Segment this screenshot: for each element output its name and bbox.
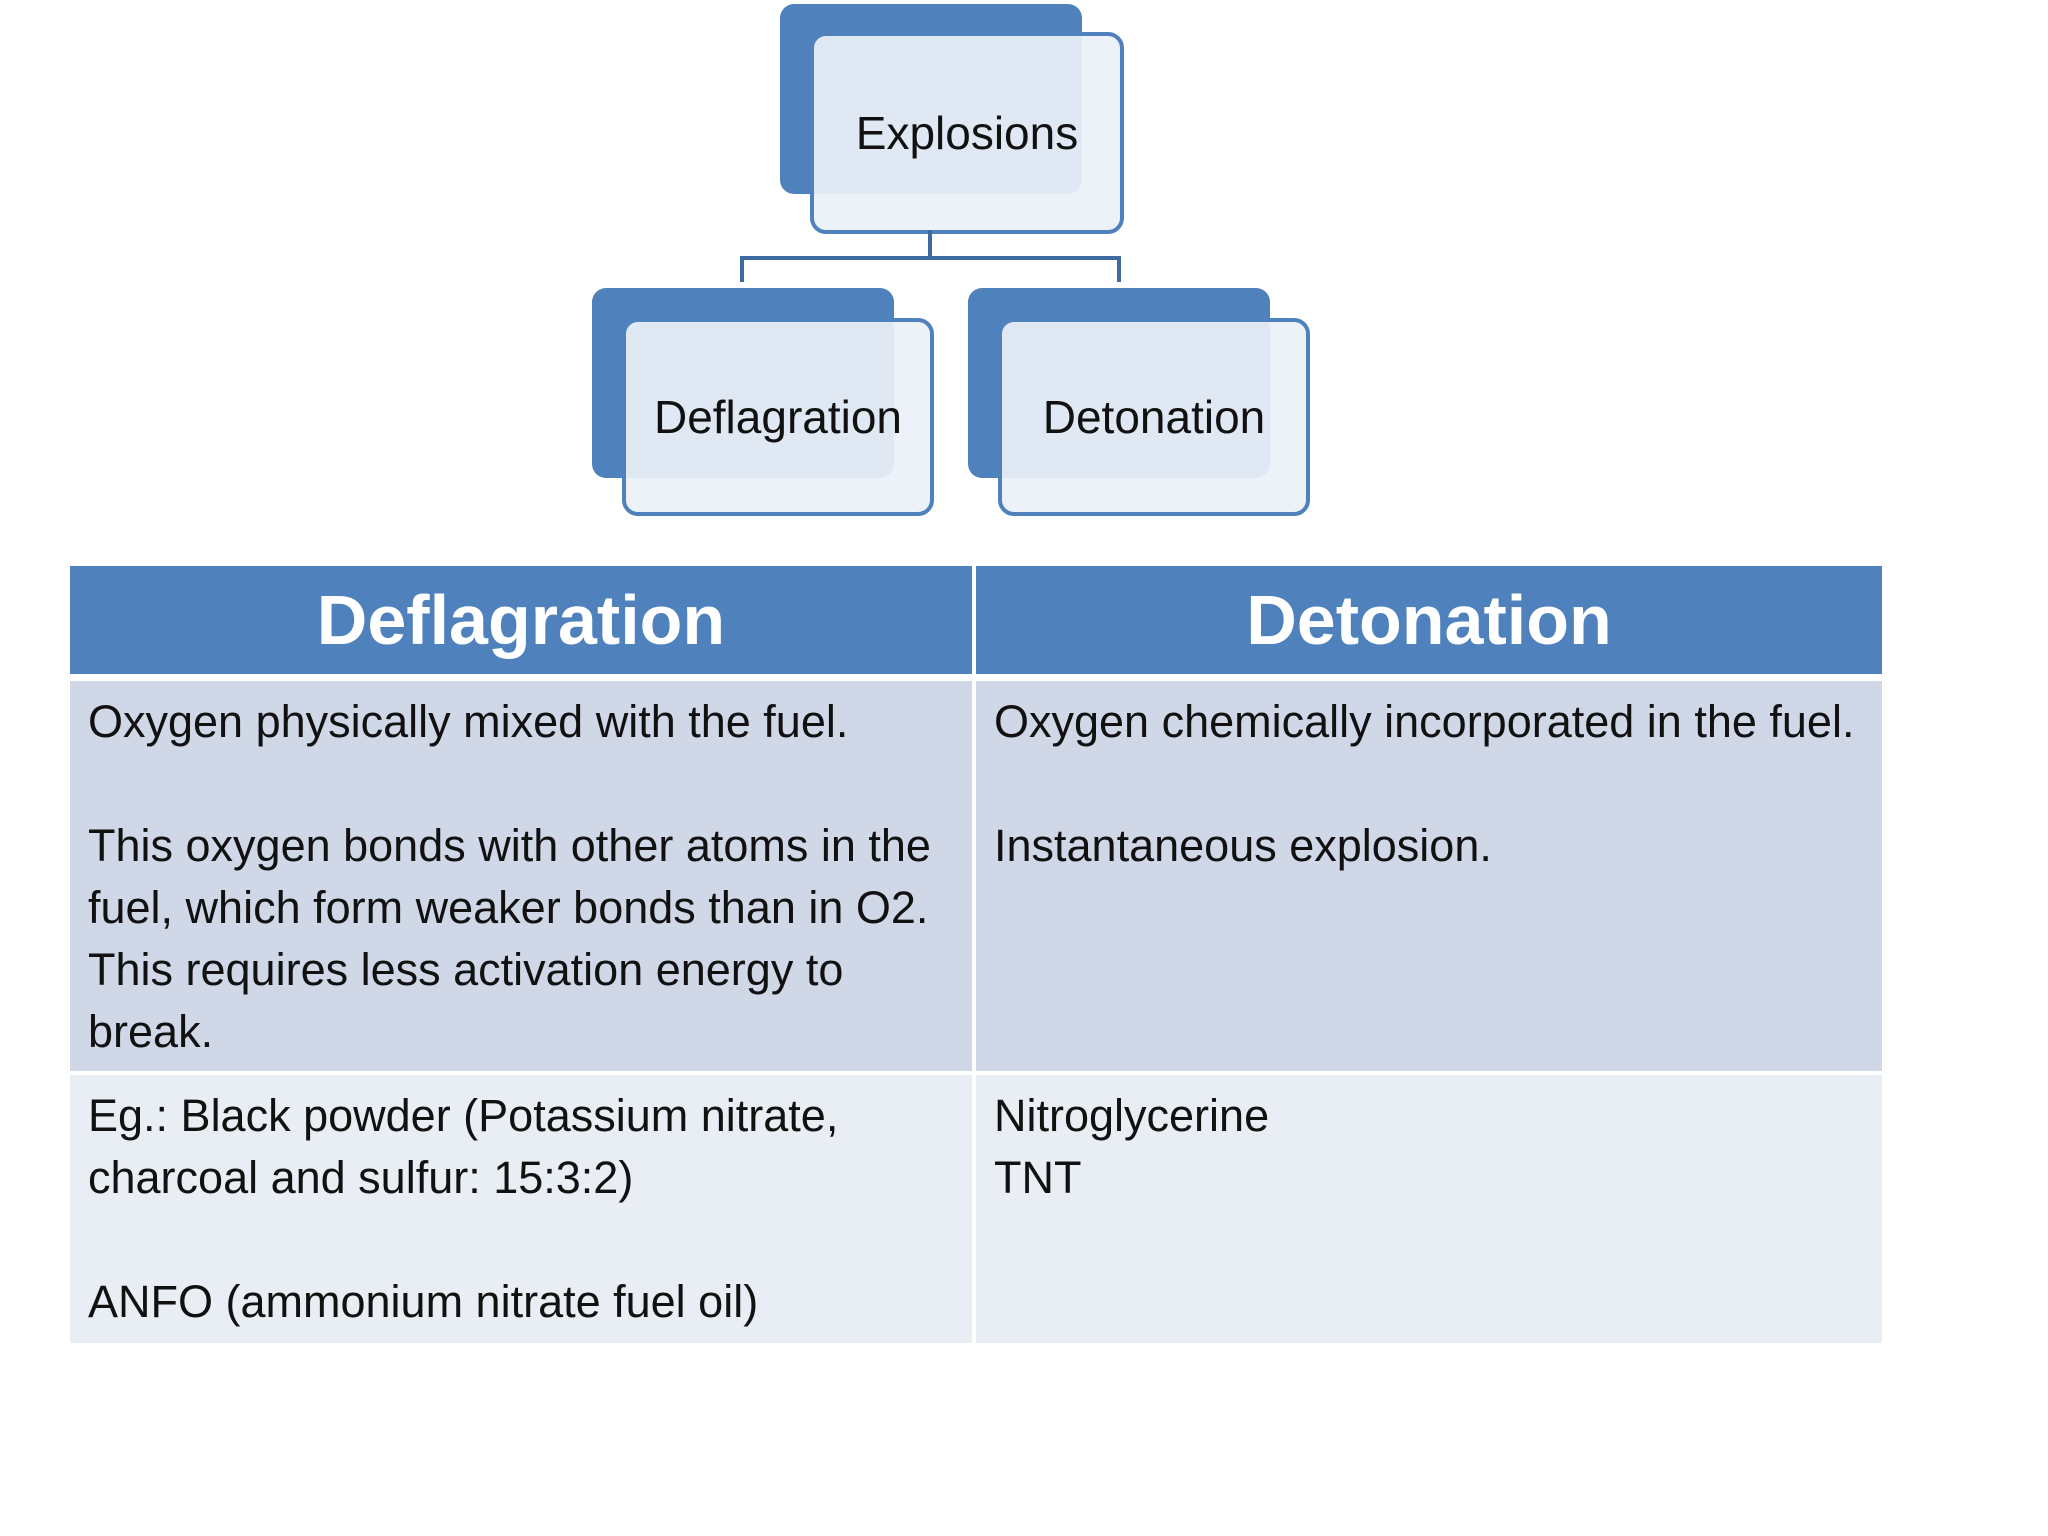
cell-deflagration-mechanism: Oxygen physically mixed with the fuel. T… (70, 681, 976, 1075)
table-header-row: Deflagration Detonation (70, 566, 1882, 681)
connector-right-drop (1117, 256, 1121, 282)
connector-left-drop (740, 256, 744, 282)
detonation-example-nitroglycerine: Nitroglycerine (994, 1090, 1270, 1141)
deflagration-mechanism-text: Oxygen physically mixed with the fuel. (88, 696, 849, 747)
detonation-speed-text: Instantaneous explosion. (994, 820, 1492, 871)
deflagration-example-black-powder: Eg.: Black powder (Potassium nitrate, ch… (88, 1090, 839, 1203)
header-deflagration: Deflagration (70, 566, 976, 681)
detonation-example-tnt: TNT (994, 1152, 1082, 1203)
cell-detonation-mechanism: Oxygen chemically incorporated in the fu… (976, 681, 1882, 1075)
node-detonation-label: Detonation (1042, 391, 1266, 443)
deflagration-bonding-text: This oxygen bonds with other atoms in th… (88, 820, 931, 1057)
cell-deflagration-examples: Eg.: Black powder (Potassium nitrate, ch… (70, 1075, 976, 1343)
deflagration-example-anfo: ANFO (ammonium nitrate fuel oil) (88, 1276, 759, 1327)
detonation-mechanism-text: Oxygen chemically incorporated in the fu… (994, 696, 1855, 747)
table-row: Eg.: Black powder (Potassium nitrate, ch… (70, 1075, 1882, 1343)
node-explosions-front: Explosions (810, 32, 1124, 234)
node-explosions-label: Explosions (855, 107, 1079, 159)
cell-detonation-examples: Nitroglycerine TNT (976, 1075, 1882, 1343)
connector-horizontal (740, 256, 1121, 260)
node-explosions: Explosions (780, 4, 1126, 236)
connector-root-stem (928, 230, 932, 258)
node-deflagration-front: Deflagration (622, 318, 934, 516)
header-detonation: Detonation (976, 566, 1882, 681)
comparison-table: Deflagration Detonation Oxygen physicall… (70, 566, 1882, 1343)
node-deflagration-label: Deflagration (653, 391, 903, 443)
table-row: Oxygen physically mixed with the fuel. T… (70, 681, 1882, 1075)
node-detonation-front: Detonation (998, 318, 1310, 516)
node-deflagration: Deflagration (592, 288, 936, 518)
node-detonation: Detonation (968, 288, 1312, 518)
